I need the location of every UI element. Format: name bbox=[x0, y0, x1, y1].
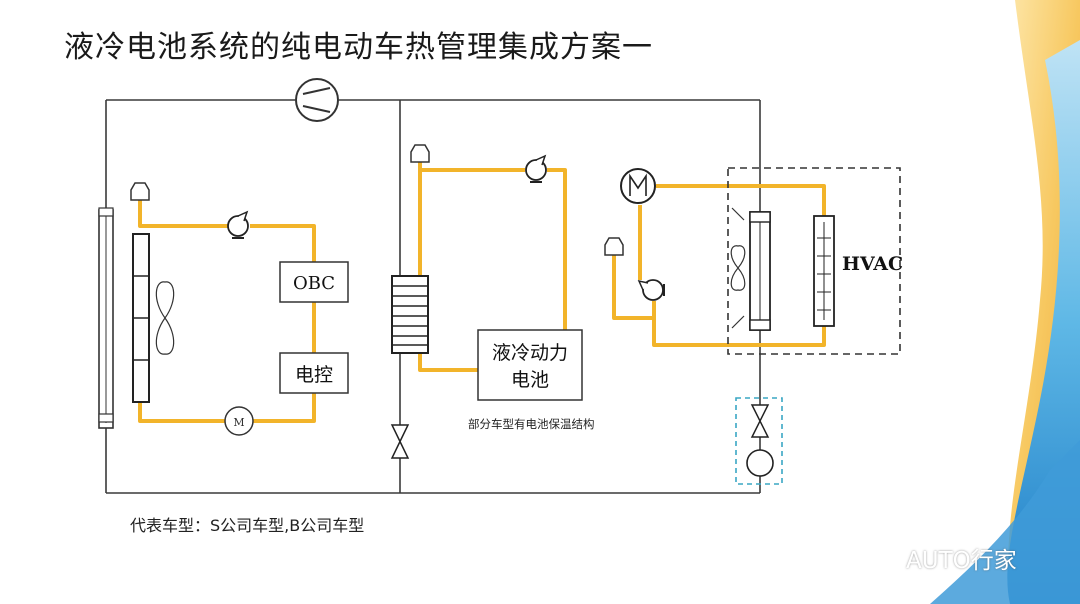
hvac-expansion-tank-icon bbox=[604, 237, 624, 256]
battery-label-line1: 液冷动力 bbox=[492, 342, 568, 364]
motor-icon: M bbox=[224, 406, 254, 436]
obc-label: OBC bbox=[293, 273, 335, 294]
battery-insulation-note: 部分车型有电池保温结构 bbox=[468, 417, 595, 431]
hvac-coolant-loop bbox=[612, 184, 826, 347]
motor-label: M bbox=[233, 416, 244, 429]
motor-controller-label: 电控 bbox=[295, 364, 333, 386]
compressor-icon bbox=[295, 78, 339, 122]
obc-box: OBC bbox=[279, 261, 349, 303]
battery-label-line2: 电池 bbox=[511, 369, 549, 391]
battery-box: 液冷动力 电池 bbox=[477, 329, 583, 401]
battery-expansion-tank-icon bbox=[410, 144, 430, 163]
solenoid-valve-icon bbox=[746, 449, 774, 477]
wechat-icon bbox=[870, 547, 899, 569]
blue-wave-bottom bbox=[930, 440, 1080, 604]
representative-models-note: 代表车型：S公司车型,B公司车型 bbox=[130, 516, 365, 535]
coolant-pump-icon bbox=[227, 210, 249, 239]
watermark: AUTO行家 bbox=[870, 541, 1017, 575]
refrigerant-lines bbox=[105, 99, 761, 494]
hvac-fan-icon bbox=[730, 207, 746, 329]
low-temp-radiator-icon bbox=[132, 233, 150, 403]
ptc-heater-icon bbox=[620, 168, 656, 204]
page-title: 液冷电池系统的纯电动车热管理集成方案一 bbox=[64, 30, 653, 65]
battery-pump-icon bbox=[525, 154, 547, 183]
hvac-pump-icon bbox=[637, 279, 665, 301]
expansion-valve-assembly-boundary bbox=[735, 397, 783, 485]
condenser-icon bbox=[98, 207, 114, 429]
motor-coolant-loop bbox=[138, 200, 316, 423]
fan-icon bbox=[155, 281, 175, 355]
hvac-expansion-valve-icon bbox=[750, 404, 770, 438]
hvac-label: HVAC bbox=[842, 253, 903, 275]
expansion-valve-icon bbox=[390, 424, 410, 459]
heater-core-icon bbox=[813, 215, 835, 327]
watermark-text: AUTO行家 bbox=[906, 548, 1017, 574]
evaporator-icon bbox=[749, 211, 771, 331]
expansion-tank-icon bbox=[130, 182, 150, 201]
chiller-icon bbox=[391, 275, 429, 354]
motor-controller-box: 电控 bbox=[279, 352, 349, 394]
battery-coolant-loop bbox=[418, 162, 567, 372]
hvac-module-boundary bbox=[727, 167, 901, 355]
